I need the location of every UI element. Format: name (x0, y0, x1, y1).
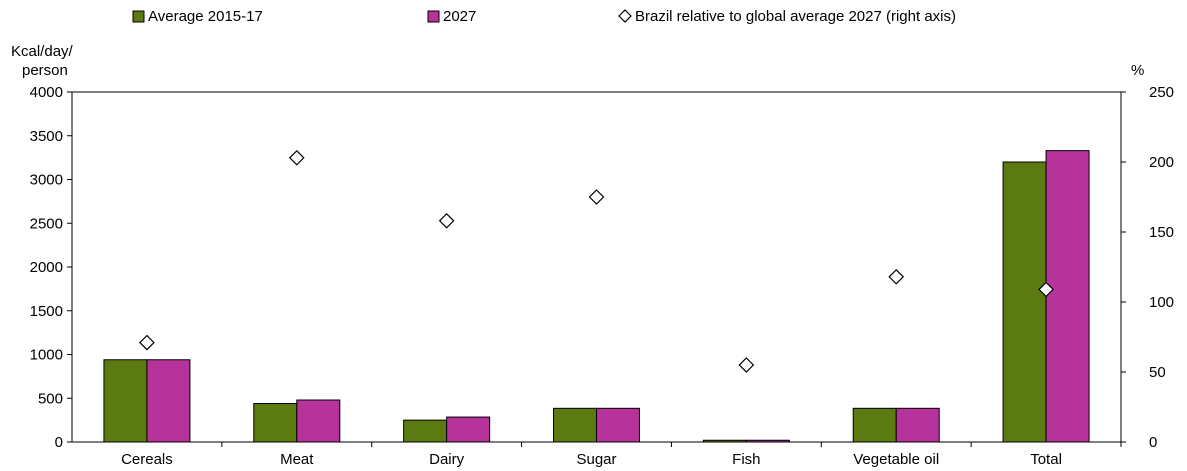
x-tick-label: Total (1030, 451, 1062, 468)
bar-average-2015-17 (553, 407, 597, 443)
legend-label-2027: 2027 (443, 8, 476, 25)
x-tick-label: Cereals (121, 451, 173, 468)
bar-2027 (745, 439, 790, 443)
bar-average-2015-17 (103, 359, 148, 443)
y-tick-label-left: 500 (38, 390, 63, 407)
legend: Average 2015-17 2027 Brazil relative to … (132, 8, 956, 25)
y-tick-label-left: 1500 (30, 303, 63, 320)
y-tick-label-left: 3500 (30, 128, 63, 145)
y-tick-label-right: 250 (1149, 84, 1174, 101)
legend-label-average-2015-17: Average 2015-17 (148, 8, 263, 25)
marker-brazil-relative (1038, 281, 1054, 298)
legend-item-average-2015-17: Average 2015-17 (132, 8, 263, 25)
bar-average-2015-17 (1002, 161, 1047, 443)
y-tick-label-left: 2000 (30, 259, 63, 276)
legend-swatch-average-2015-17 (132, 10, 145, 23)
y-tick-label-right: 0 (1149, 434, 1157, 451)
y-tick-label-right: 100 (1149, 294, 1174, 311)
bar-average-2015-17 (403, 419, 448, 443)
y-axis-label-left-line-1: Kcal/day/ (11, 43, 74, 60)
bar-average-2015-17 (702, 439, 747, 443)
marker-brazil-relative (888, 268, 905, 285)
legend-swatch-2027 (427, 10, 440, 23)
y-tick-label-right: 200 (1149, 154, 1174, 171)
x-tick-label: Vegetable oil (853, 451, 939, 468)
bar-2027 (895, 407, 940, 443)
x-tick-label: Sugar (576, 451, 616, 468)
y-tick-label-left: 3000 (30, 172, 63, 189)
x-tick-label: Fish (732, 451, 760, 468)
x-tick-label: Dairy (429, 451, 465, 468)
y-axis-left: 0 500 1000 1500 2000 2500 3000 3500 4000 (30, 84, 72, 451)
y-axis-label-left: Kcal/day/ person (11, 43, 77, 79)
marker-brazil-relative (438, 212, 455, 229)
y-axis-label-left-line-2: person (22, 62, 68, 79)
y-axis-label-right: % (1131, 62, 1144, 79)
marker-brazil-relative (738, 357, 755, 373)
y-tick-label-right: 50 (1149, 364, 1166, 381)
legend-label-brazil-relative: Brazil relative to global average 2027 (… (635, 8, 956, 25)
plot-border (71, 91, 1122, 443)
y-tick-label-left: 2500 (30, 215, 63, 232)
y-tick-label-right: 150 (1149, 224, 1174, 241)
x-tick-label: Meat (280, 451, 314, 468)
y-axis-right: 0 50 100 150 200 250 (1121, 84, 1174, 451)
legend-marker-diamond-icon (618, 9, 632, 23)
bar-2027 (1045, 150, 1090, 443)
marker-brazil-relative (588, 189, 605, 205)
y-tick-label-left: 1000 (30, 347, 63, 364)
marker-brazil-relative (139, 334, 155, 351)
legend-item-brazil-relative: Brazil relative to global average 2027 (… (618, 8, 956, 25)
legend-item-2027: 2027 (427, 8, 476, 25)
marker-brazil-relative (288, 149, 305, 166)
bar-2027 (596, 407, 640, 443)
plot-area (71, 91, 1122, 443)
x-axis: Cereals Meat Dairy Sugar Fish Vegetable oil To… (121, 442, 1122, 468)
y-tick-label-left: 4000 (30, 84, 63, 101)
bar-average-2015-17 (253, 403, 298, 443)
bar-2027 (146, 359, 191, 443)
markers (139, 149, 1054, 373)
bar-average-2015-17 (852, 407, 897, 443)
bar-2027 (446, 416, 491, 443)
bars (103, 150, 1090, 443)
y-tick-label-left: 0 (55, 434, 63, 451)
bar-2027 (296, 399, 341, 443)
